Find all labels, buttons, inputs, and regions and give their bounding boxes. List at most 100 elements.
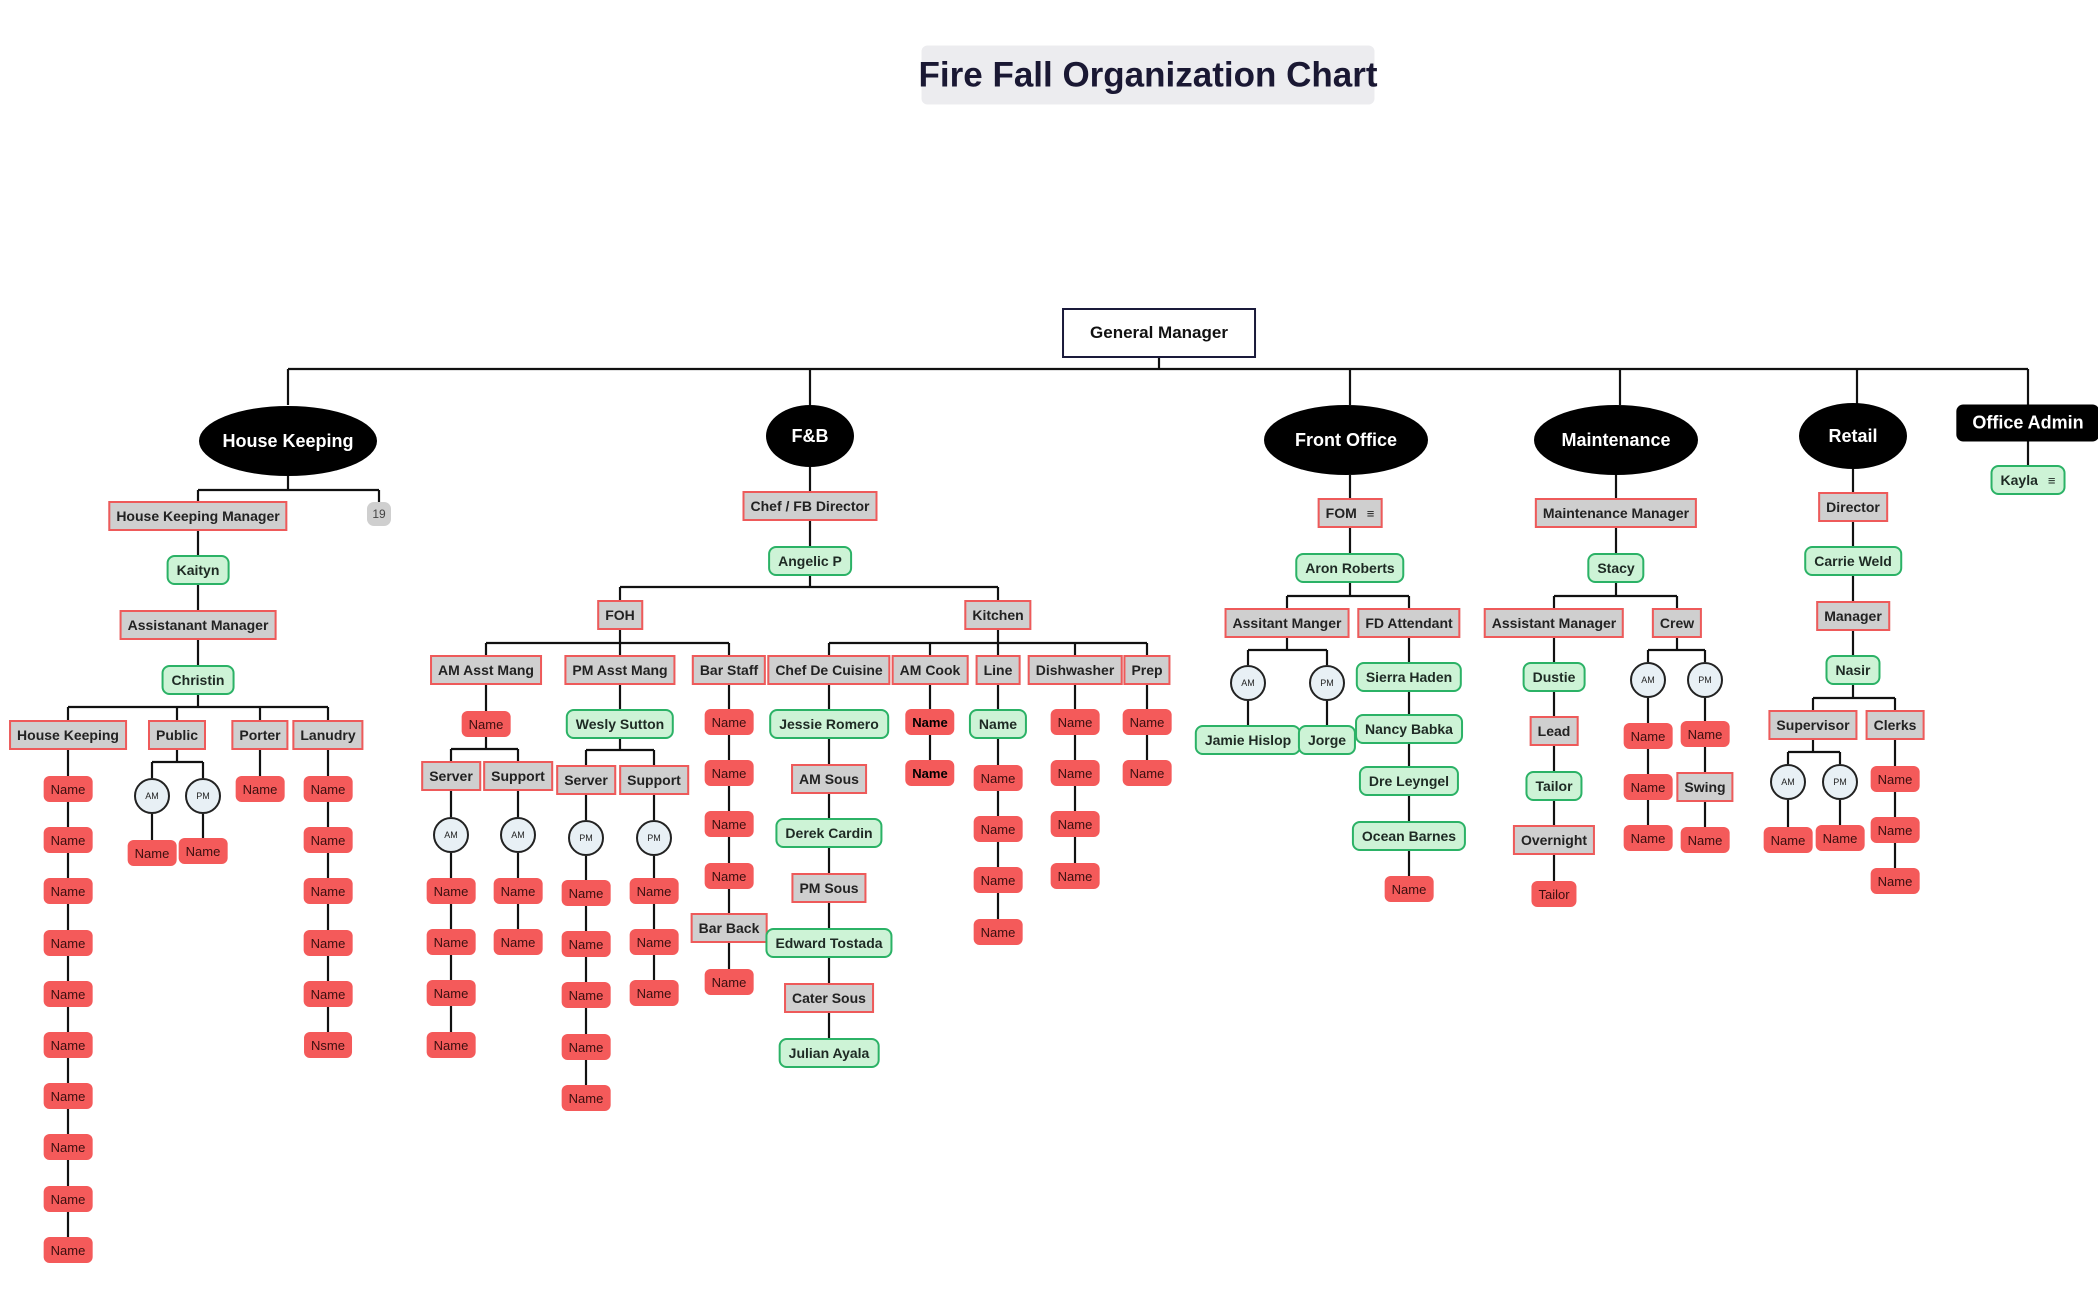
kitchen-staff-person[interactable]: Edward Tostada xyxy=(765,928,893,958)
role-manager[interactable]: Manager xyxy=(1816,601,1890,631)
role-pm-asst-mang[interactable]: PM Asst Mang xyxy=(564,655,676,685)
shift-pm-circle[interactable]: PM xyxy=(1687,662,1723,698)
shift-pm-circle[interactable]: PM xyxy=(1822,764,1858,800)
laundry-name[interactable]: Nsme xyxy=(304,1032,352,1058)
person-angelic-p[interactable]: Angelic P xyxy=(768,546,852,576)
role-assistant-manager[interactable]: Assistant Manager xyxy=(1483,608,1625,638)
role-bar-back[interactable]: Bar Back xyxy=(690,913,768,943)
crew-am-name[interactable]: Name xyxy=(1623,723,1673,749)
laundry-name[interactable]: Name xyxy=(303,827,353,853)
role-maintenance-manager[interactable]: Maintenance Manager xyxy=(1534,498,1698,528)
role-am-asst-mang[interactable]: AM Asst Mang xyxy=(430,655,542,685)
fd-attendant-person[interactable]: Nancy Babka xyxy=(1355,714,1463,744)
public-am-name[interactable]: Name xyxy=(127,840,177,866)
role-clerks[interactable]: Clerks xyxy=(1865,710,1925,740)
shift-am-circle[interactable]: AM xyxy=(1230,665,1266,701)
house-keeping-name[interactable]: Name xyxy=(43,1237,93,1263)
laundry-name[interactable]: Name xyxy=(303,930,353,956)
role-prep[interactable]: Prep xyxy=(1123,655,1171,685)
bar-staff-name[interactable]: Name xyxy=(704,760,754,786)
role-bar-staff[interactable]: Bar Staff xyxy=(691,655,767,685)
shift-pm-circle[interactable]: PM xyxy=(1309,665,1345,701)
collapsed-count-badge[interactable]: 19 xyxy=(367,502,391,526)
line-cook-name[interactable]: Name xyxy=(973,816,1023,842)
role-am-cook[interactable]: AM Cook xyxy=(891,655,969,685)
crew-pm-name[interactable]: Name xyxy=(1680,827,1730,853)
role-director[interactable]: Director xyxy=(1818,492,1888,522)
shift-am-circle[interactable]: AM xyxy=(1630,662,1666,698)
role-overnight[interactable]: Overnight xyxy=(1512,825,1596,855)
team-public[interactable]: Public xyxy=(147,720,207,750)
pm-server-name[interactable]: Name xyxy=(561,1085,611,1111)
pm-support-name[interactable]: Name xyxy=(629,878,679,904)
house-keeping-name[interactable]: Name xyxy=(43,981,93,1007)
laundry-name[interactable]: Name xyxy=(303,878,353,904)
house-keeping-name[interactable]: Name xyxy=(43,776,93,802)
pm-server-name[interactable]: Name xyxy=(561,931,611,957)
dept-front-office[interactable]: Front Office xyxy=(1264,405,1428,475)
team-house-keeping[interactable]: House Keeping xyxy=(9,720,127,750)
dishwasher-name[interactable]: Name xyxy=(1050,863,1100,889)
crew-am-name[interactable]: Name xyxy=(1623,774,1673,800)
person-kaityn[interactable]: Kaityn xyxy=(166,555,230,585)
person-christin[interactable]: Christin xyxy=(161,665,235,695)
role-kitchen[interactable]: Kitchen xyxy=(964,600,1032,630)
fd-attendant-person[interactable]: Sierra Haden xyxy=(1355,662,1463,692)
shift-pm-circle[interactable]: PM xyxy=(185,778,221,814)
house-keeping-name[interactable]: Name xyxy=(43,930,93,956)
prep-name[interactable]: Name xyxy=(1122,760,1172,786)
house-keeping-name[interactable]: Name xyxy=(43,1134,93,1160)
house-keeping-name[interactable]: Name xyxy=(43,827,93,853)
dept-house-keeping[interactable]: House Keeping xyxy=(199,406,377,476)
laundry-name[interactable]: Name xyxy=(303,776,353,802)
shift-am-circle[interactable]: AM xyxy=(1770,764,1806,800)
shift-am-circle[interactable]: AM xyxy=(134,778,170,814)
role-swing[interactable]: Swing xyxy=(1676,772,1734,802)
role-lead[interactable]: Lead xyxy=(1529,716,1579,746)
line-cook-name[interactable]: Name xyxy=(973,867,1023,893)
page-title[interactable]: Fire Fall Organization Chart xyxy=(919,45,1377,105)
kitchen-staff-person[interactable]: Derek Cardin xyxy=(775,818,883,848)
pm-support-name[interactable]: Name xyxy=(629,980,679,1006)
person-kayla[interactable]: Kayla≡ xyxy=(1990,465,2066,495)
dishwasher-name[interactable]: Name xyxy=(1050,760,1100,786)
prep-name[interactable]: Name xyxy=(1122,709,1172,735)
general-manager-node[interactable]: General Manager xyxy=(1062,308,1256,358)
team-porter[interactable]: Porter xyxy=(231,720,289,750)
am-cook-name[interactable]: Name xyxy=(905,760,955,786)
role-fom[interactable]: FOM≡ xyxy=(1317,498,1383,528)
overnight-tailor-name[interactable]: Tailor xyxy=(1531,881,1577,907)
role-chef-de-cuisine[interactable]: Chef De Cuisine xyxy=(767,655,891,685)
line-lead-name[interactable]: Name xyxy=(968,709,1028,739)
person-dustie[interactable]: Dustie xyxy=(1522,662,1586,692)
bar-staff-name[interactable]: Name xyxy=(704,709,754,735)
am-server-name[interactable]: Name xyxy=(426,1032,476,1058)
clerk-name[interactable]: Name xyxy=(1870,817,1920,843)
shift-pm-circle[interactable]: PM xyxy=(636,820,672,856)
role-sous-chef[interactable]: AM Sous xyxy=(791,764,867,794)
role-house-keeping-manager[interactable]: House Keeping Manager xyxy=(108,501,288,531)
am-server-name[interactable]: Name xyxy=(426,980,476,1006)
crew-am-name[interactable]: Name xyxy=(1623,825,1673,851)
person-carrie-weld[interactable]: Carrie Weld xyxy=(1804,546,1902,576)
bar-back-name[interactable]: Name xyxy=(704,969,754,995)
retail-am-name[interactable]: Name xyxy=(1763,827,1813,853)
dept-fb[interactable]: F&B xyxy=(766,405,854,467)
person-aron-roberts[interactable]: Aron Roberts xyxy=(1295,553,1405,583)
fd-attendant-person[interactable]: Ocean Barnes xyxy=(1351,821,1467,851)
pm-server-name[interactable]: Name xyxy=(561,880,611,906)
pm-server-name[interactable]: Name xyxy=(561,982,611,1008)
kitchen-staff-person[interactable]: Julian Ayala xyxy=(778,1038,880,1068)
dept-retail[interactable]: Retail xyxy=(1799,403,1907,469)
person-wesly-sutton[interactable]: Wesly Sutton xyxy=(565,709,675,739)
role-sous-chef[interactable]: Cater Sous xyxy=(784,983,874,1013)
pm-server-name[interactable]: Name xyxy=(561,1034,611,1060)
role-assistant-manager[interactable]: Assistanant Manager xyxy=(119,610,277,640)
am-cook-name[interactable]: Name xyxy=(905,709,955,735)
person-nasir[interactable]: Nasir xyxy=(1825,655,1881,685)
shift-am-circle[interactable]: AM xyxy=(500,817,536,853)
am-support-name[interactable]: Name xyxy=(493,878,543,904)
am-asst-name[interactable]: Name xyxy=(461,711,511,737)
public-pm-name[interactable]: Name xyxy=(178,838,228,864)
fd-attendant-person[interactable]: Dre Leyngel xyxy=(1358,766,1460,796)
